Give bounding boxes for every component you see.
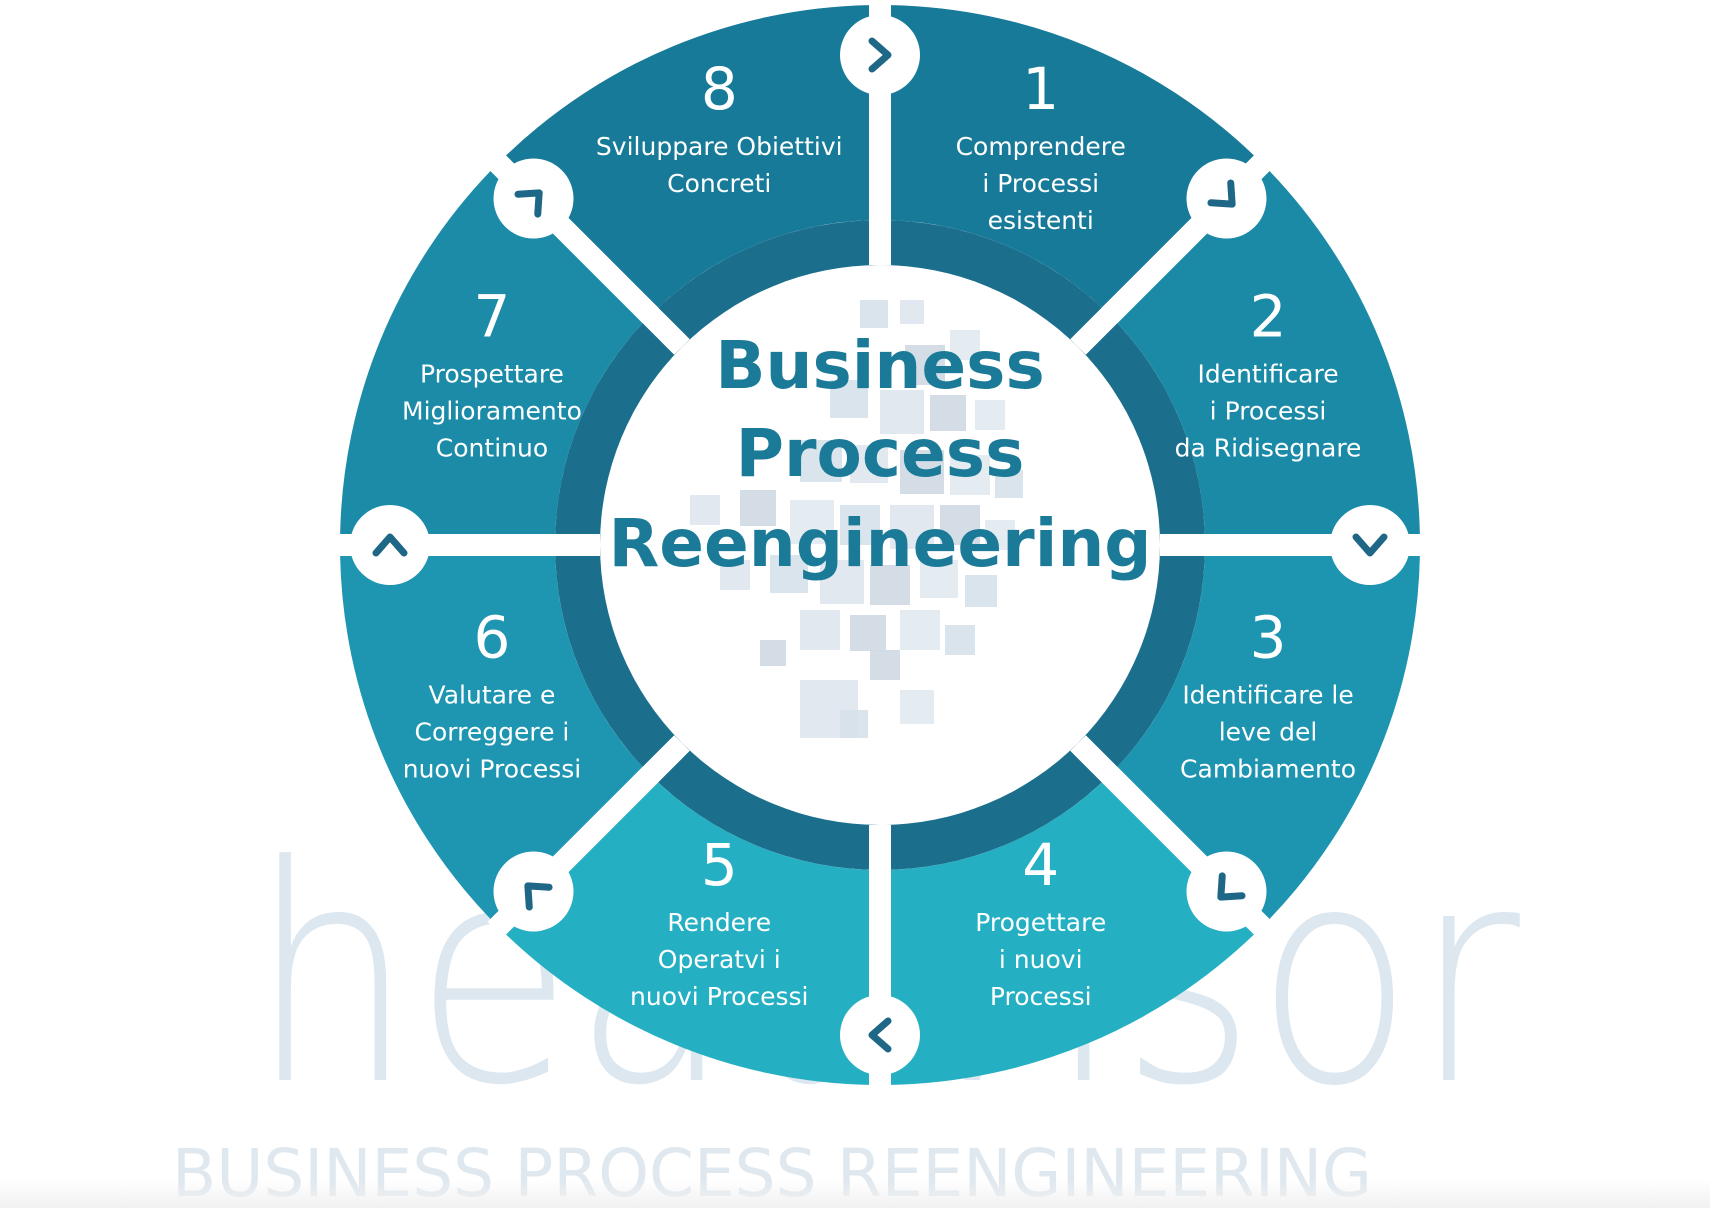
step-8-label-line-2: Concreti	[667, 169, 771, 198]
step-6-number: 6	[474, 604, 511, 672]
step-2-label-line-3: da Ridisegnare	[1175, 433, 1362, 462]
head-pixel-square	[890, 505, 934, 549]
head-pixel-square	[870, 650, 900, 680]
head-pixel-square	[940, 505, 980, 545]
step-3-label-line-1: Identificare le	[1182, 681, 1353, 710]
step-1-number: 1	[1022, 55, 1059, 123]
head-pixel-square	[900, 690, 934, 724]
head-pixel-square	[920, 560, 958, 598]
head-pixel-square	[975, 400, 1005, 430]
segment-step-7	[340, 171, 643, 535]
head-pixel-square	[800, 440, 842, 482]
step-1-label-line-3: esistenti	[988, 206, 1094, 235]
head-pixel-square	[760, 640, 786, 666]
head-pixel-square	[690, 495, 720, 525]
segment-step-1	[890, 5, 1254, 308]
step-7-label-line-3: Continuo	[436, 433, 548, 462]
head-pixel-square	[850, 445, 888, 483]
head-pixel-square	[900, 450, 944, 494]
head-pixel-square	[985, 520, 1015, 550]
step-7-label-line-2: Miglioramento	[402, 396, 582, 425]
step-5-number: 5	[701, 831, 738, 899]
segment-step-3	[1117, 555, 1420, 919]
step-6-label-line-1: Valutare e	[429, 681, 556, 710]
step-4-label-line-1: Progettare	[975, 908, 1106, 937]
step-5-label-line-1: Rendere	[667, 908, 771, 937]
head-pixel-square	[905, 345, 945, 385]
chevron-down-icon	[1330, 505, 1410, 585]
corner-arrow-down-right-icon	[1186, 158, 1267, 239]
corner-arrow-up-left-icon	[493, 851, 574, 932]
head-pixel-square	[965, 575, 997, 607]
head-pixel-square	[840, 710, 868, 738]
step-1-label-line-2: i Processi	[982, 169, 1099, 198]
head-pixel-square	[870, 565, 910, 605]
step-2-label-line-2: i Processi	[1210, 396, 1327, 425]
step-4-label-line-2: i nuovi	[999, 945, 1083, 974]
chevron-right-icon	[840, 15, 920, 95]
step-7-number: 7	[474, 282, 511, 350]
head-pixel-square	[800, 610, 840, 650]
head-pixel-square	[850, 615, 886, 651]
step-6-label-line-2: Correggere i	[415, 718, 570, 747]
segment-step-2	[1117, 171, 1420, 535]
step-8-number: 8	[701, 55, 738, 123]
step-2-number: 2	[1250, 282, 1287, 350]
chevron-left-icon	[840, 995, 920, 1075]
head-pixel-square	[950, 330, 980, 360]
bottom-shadow-band	[0, 1180, 1710, 1208]
head-pixel-square	[770, 555, 808, 593]
head-pixel-square	[790, 500, 834, 544]
head-pixel-square	[950, 455, 990, 495]
step-4-number: 4	[1022, 831, 1059, 899]
head-pixel-square	[720, 560, 750, 590]
segment-step-8	[506, 5, 870, 308]
head-pixel-square	[900, 300, 924, 324]
corner-arrow-down-left-icon	[1186, 851, 1267, 932]
segment-step-5	[506, 782, 870, 1085]
head-pixel-square	[945, 625, 975, 655]
center-title-line-1: Business	[715, 327, 1045, 404]
step-5-label-line-2: Operatvi i	[658, 945, 781, 974]
step-connectors	[350, 15, 1410, 1075]
step-6-label-line-3: nuovi Processi	[403, 755, 581, 784]
head-pixel-square	[840, 505, 880, 545]
head-pixel-square	[830, 380, 868, 418]
head-pixel-square	[820, 560, 864, 604]
step-3-label-line-2: leve del	[1219, 718, 1318, 747]
segment-step-4	[890, 782, 1254, 1085]
center-title-line-2: Process	[736, 415, 1025, 492]
step-7-label-line-1: Prospettare	[420, 359, 564, 388]
step-2-label-line-1: Identificare	[1197, 359, 1338, 388]
head-pixel-square	[900, 610, 940, 650]
step-3-number: 3	[1250, 604, 1287, 672]
step-8-label-line-1: Sviluppare Obiettivi	[596, 132, 843, 161]
step-1-label-line-1: Comprendere	[956, 132, 1126, 161]
chevron-up-icon	[350, 505, 430, 585]
head-pixel-square	[930, 395, 966, 431]
head-pixel-square	[880, 390, 924, 434]
head-pixel-square	[995, 470, 1023, 498]
head-pixel-square	[740, 490, 776, 526]
center-title-line-3: Reengineering	[608, 505, 1151, 582]
step-4-label-line-3: Processi	[990, 982, 1092, 1011]
step-3-label-line-3: Cambiamento	[1180, 755, 1356, 784]
head-pixel-square	[860, 300, 888, 328]
step-5-label-line-3: nuovi Processi	[630, 982, 808, 1011]
segment-step-6	[340, 555, 643, 919]
corner-arrow-up-right-icon	[493, 158, 574, 239]
